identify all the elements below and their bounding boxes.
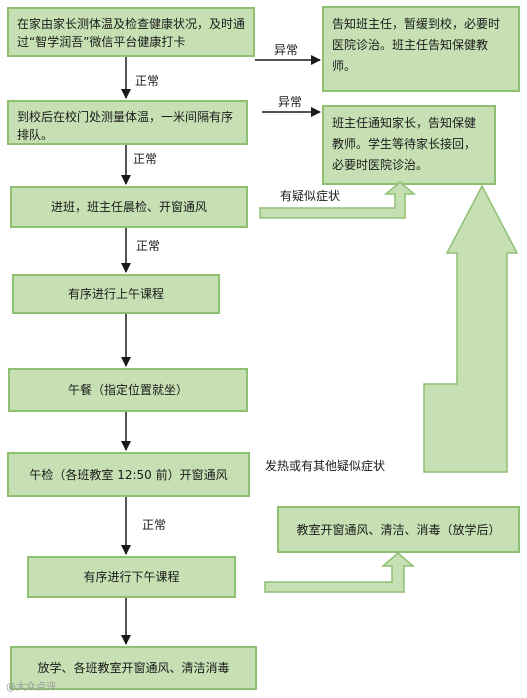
label-normal-4: 正常 <box>142 518 167 532</box>
side-box-disinfect: 教室开窗通风、清洁、消毒（放学后） <box>277 506 520 553</box>
label-normal-3: 正常 <box>136 239 161 253</box>
step-home-check: 在家由家长测体温及检查健康状况，及时通过“智学润吾”微信平台健康打卡 <box>7 7 255 57</box>
arrow-suspected-to-side-box <box>259 181 417 219</box>
step-dismissal: 放学、各班教室开窗通风、清洁消毒 <box>10 646 257 690</box>
step-school-gate: 到校后在校门处测量体温，一米间隔有序排队。 <box>7 100 248 145</box>
arrow-afternoon-to-disinfect <box>264 552 416 593</box>
step-morning-class: 有序进行上午课程 <box>12 274 220 314</box>
label-normal-1: 正常 <box>135 74 160 88</box>
step-lunch: 午餐（指定位置就坐） <box>8 368 248 412</box>
side-box-school-abnormal: 班主任通知家长，告知保健教师。学生等待家长接回，必要时医院诊治。 <box>322 105 496 185</box>
label-abnormal-1: 异常 <box>274 43 299 57</box>
arrow-fever-to-side-box <box>423 184 519 473</box>
label-suspected: 有疑似症状 <box>280 189 341 203</box>
step-noon-check: 午检（各班教室 12:50 前）开窗通风 <box>7 452 250 497</box>
label-normal-2: 正常 <box>133 152 158 166</box>
label-fever: 发热或有其他疑似症状 <box>265 459 386 473</box>
label-abnormal-2: 异常 <box>278 95 303 109</box>
side-box-home-abnormal: 告知班主任，暂缓到校，必要时医院诊治。班主任告知保健教师。 <box>322 6 520 92</box>
step-enter-class: 进班，班主任晨检、开窗通风 <box>10 186 248 228</box>
watermark: @大众点评 <box>6 682 56 693</box>
step-afternoon-class: 有序进行下午课程 <box>27 556 236 598</box>
